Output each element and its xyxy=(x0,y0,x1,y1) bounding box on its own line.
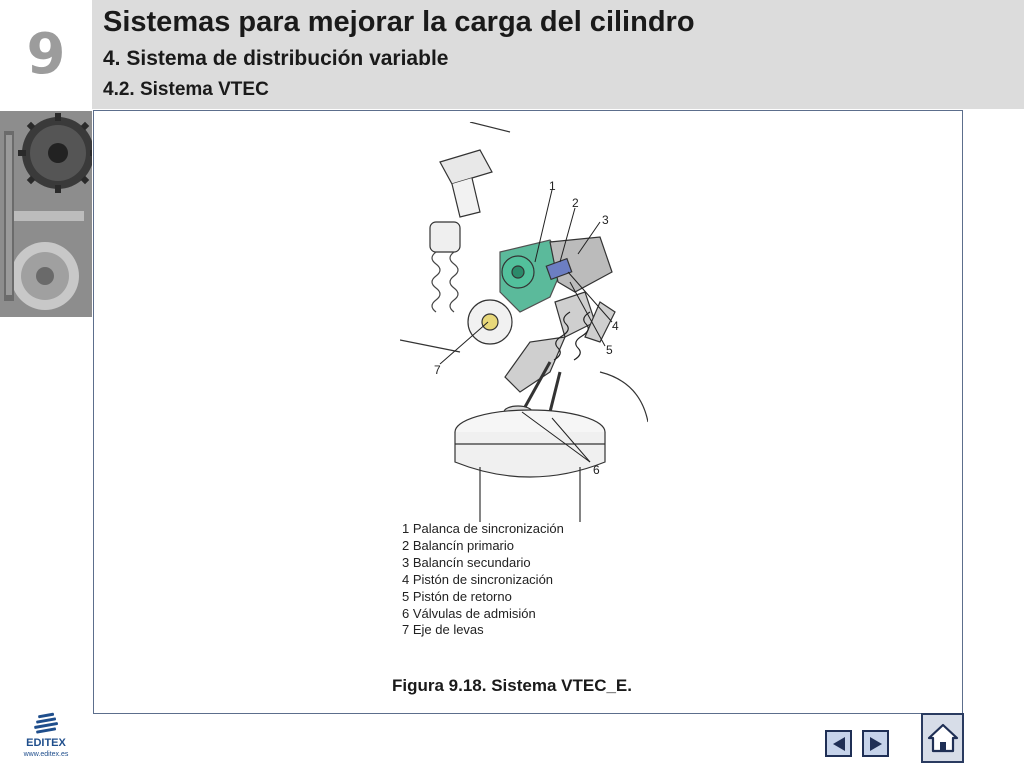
vtec-diagram: 1 2 3 4 5 7 6 xyxy=(399,121,649,522)
home-icon xyxy=(927,723,958,753)
brand-name: EDITEX xyxy=(26,737,66,749)
legend-item: 5 Pistón de retorno xyxy=(402,588,512,604)
callout-3: 3 xyxy=(602,213,609,227)
chapter-number: 9 xyxy=(26,22,66,87)
previous-button[interactable] xyxy=(825,730,852,757)
legend-item: 7 Eje de levas xyxy=(402,622,484,638)
section-title: 4. Sistema de distribución variable xyxy=(103,47,449,70)
timing-gear-photo xyxy=(0,111,92,317)
legend-item: 1 Palanca de sincronización xyxy=(402,521,564,536)
home-button[interactable] xyxy=(921,713,964,763)
legend-item: 4 Pistón de sincronización xyxy=(402,571,554,587)
figure-legend: 1 Palanca de sincronización 2 Balancín p… xyxy=(402,521,564,639)
brand-url: www.editex.es xyxy=(23,751,69,758)
next-button[interactable] xyxy=(862,730,889,757)
legend-item: 2 Balancín primario xyxy=(402,537,514,553)
editex-logo: EDITEX www.editex.es xyxy=(16,712,76,758)
header-band xyxy=(92,0,1024,109)
prev-arrow-icon xyxy=(832,736,845,751)
page-title: Sistemas para mejorar la carga del cilin… xyxy=(103,6,695,38)
callout-7: 7 xyxy=(434,363,441,377)
figure-caption: Figura 9.18. Sistema VTEC_E. xyxy=(392,676,632,695)
legend-item: 6 Válvulas de admisión xyxy=(402,605,536,621)
callout-2: 2 xyxy=(572,196,579,210)
legend-item: 3 Balancín secundario xyxy=(402,554,531,570)
callout-6: 6 xyxy=(593,463,600,477)
subsection-title: 4.2. Sistema VTEC xyxy=(103,79,269,100)
chapter-badge: 9 xyxy=(0,0,92,109)
callout-4: 4 xyxy=(612,319,619,333)
next-arrow-icon xyxy=(869,736,882,751)
callout-1: 1 xyxy=(549,179,556,193)
callout-5: 5 xyxy=(606,343,613,357)
